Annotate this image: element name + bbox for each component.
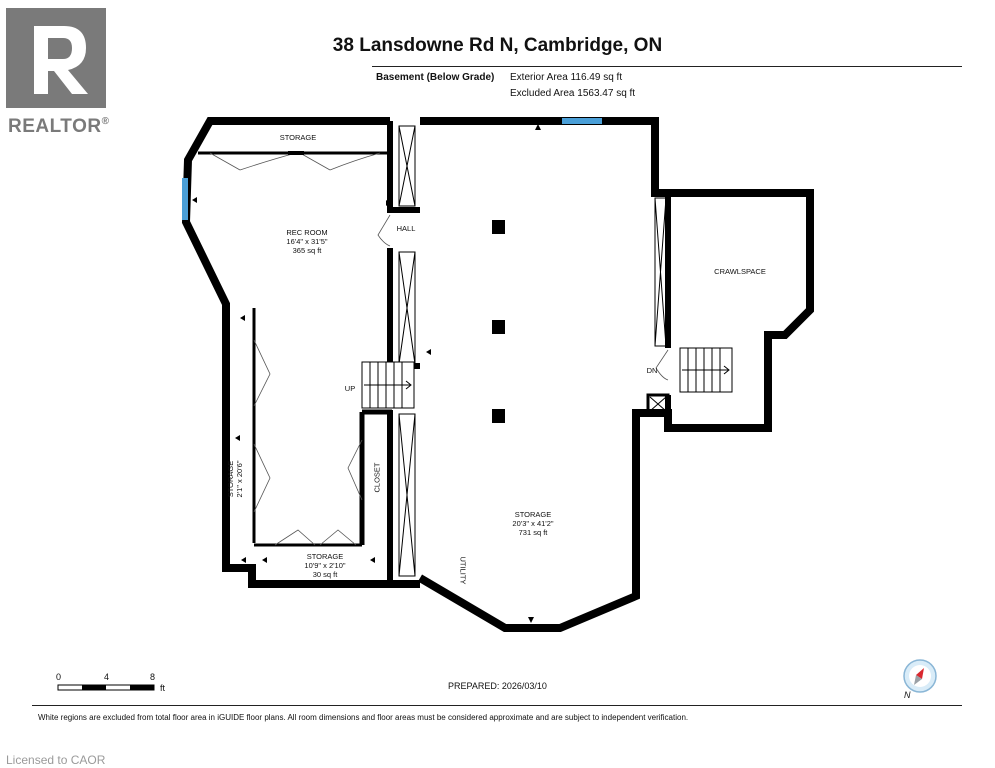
scale-unit: ft: [160, 683, 166, 693]
room-rec-room-dims: 16'4" x 31'5": [286, 237, 328, 246]
realtor-logo: REALTOR®: [6, 8, 116, 137]
realtor-logo-text: REALTOR: [8, 116, 102, 137]
compass-north-label: N: [904, 690, 911, 700]
dn-stair-box-x: [649, 396, 667, 412]
scale-label-4: 4: [104, 672, 110, 682]
floor-label: Basement (Below Grade): [376, 72, 495, 83]
room-storage-bottom-name: STORAGE: [306, 552, 344, 561]
excluded-area: Excluded Area 1563.47 sq ft: [510, 88, 636, 99]
scale-label-8: 8: [150, 672, 156, 682]
shelf-unit-crawl: [654, 197, 667, 347]
door-storage-left: [253, 339, 271, 513]
room-storage-top-name: STORAGE: [279, 133, 317, 142]
room-storage-main-name: STORAGE: [514, 510, 552, 519]
prepared-date: PREPARED: 2026/03/10: [448, 681, 547, 691]
utility-outer-wall: [417, 117, 814, 632]
room-storage-left-name: STORAGE: [226, 460, 235, 498]
room-utility-name: UTILITY: [458, 556, 468, 585]
room-rec-room: REC ROOM 16'4" x 31'5" 365 sq ft: [262, 228, 352, 255]
room-storage-main-dims: 20'3" x 41'2": [512, 519, 554, 528]
shelf-unit-bottom: [398, 413, 416, 577]
scale-label-0: 0: [56, 672, 62, 682]
column-1: [492, 220, 505, 234]
room-storage-left: STORAGE 2'1" x 20'6": [226, 449, 244, 509]
exterior-area: Exterior Area 116.49 sq ft: [510, 72, 623, 83]
room-closet-name: CLOSET: [372, 462, 382, 493]
door-closet: [347, 439, 363, 501]
door-storage-top: [209, 152, 381, 171]
dn-stair-box-wall: [646, 393, 670, 415]
stairs-up-label: UP: [344, 384, 356, 393]
footer-divider: [32, 705, 962, 706]
disclaimer: White regions are excluded from total fl…: [38, 713, 689, 722]
realtor-r-mark-icon: [6, 8, 106, 108]
door-hall: [377, 214, 391, 247]
room-storage-bottom-dims: 10'9" x 2'10": [304, 561, 346, 570]
room-storage-main: STORAGE 20'3" x 41'2" 731 sq ft: [488, 510, 578, 537]
registered-mark: ®: [101, 116, 110, 127]
closet-wall: [359, 409, 392, 545]
room-crawlspace-name: CRAWLSPACE: [714, 267, 766, 276]
room-storage-bottom: STORAGE 10'9" x 2'10" 30 sq ft: [280, 552, 370, 579]
licensed-watermark: Licensed to CAOR: [6, 753, 106, 767]
column-3: [492, 409, 505, 423]
west-wing-outer-wall: [181, 117, 420, 588]
room-storage-bottom-area: 30 sq ft: [312, 570, 338, 579]
room-rec-room-area: 365 sq ft: [292, 246, 322, 255]
compass-icon: [903, 659, 937, 693]
header-divider: [372, 66, 962, 67]
property-address-title: 38 Lansdowne Rd N, Cambridge, ON: [332, 35, 663, 56]
room-storage-left-dims: 2'1" x 20'6": [235, 460, 244, 498]
door-storage-bottom: [274, 529, 357, 546]
scale-bar: [57, 684, 155, 691]
room-hall-name: HALL: [396, 224, 416, 233]
room-storage-main-area: 731 sq ft: [518, 528, 548, 537]
compass: N: [900, 658, 940, 702]
door-dn: [655, 349, 669, 381]
column-2: [492, 320, 505, 334]
shelf-unit-top: [398, 125, 416, 207]
stairs-down-label: DN: [646, 366, 658, 375]
room-rec-room-name: REC ROOM: [286, 228, 328, 237]
